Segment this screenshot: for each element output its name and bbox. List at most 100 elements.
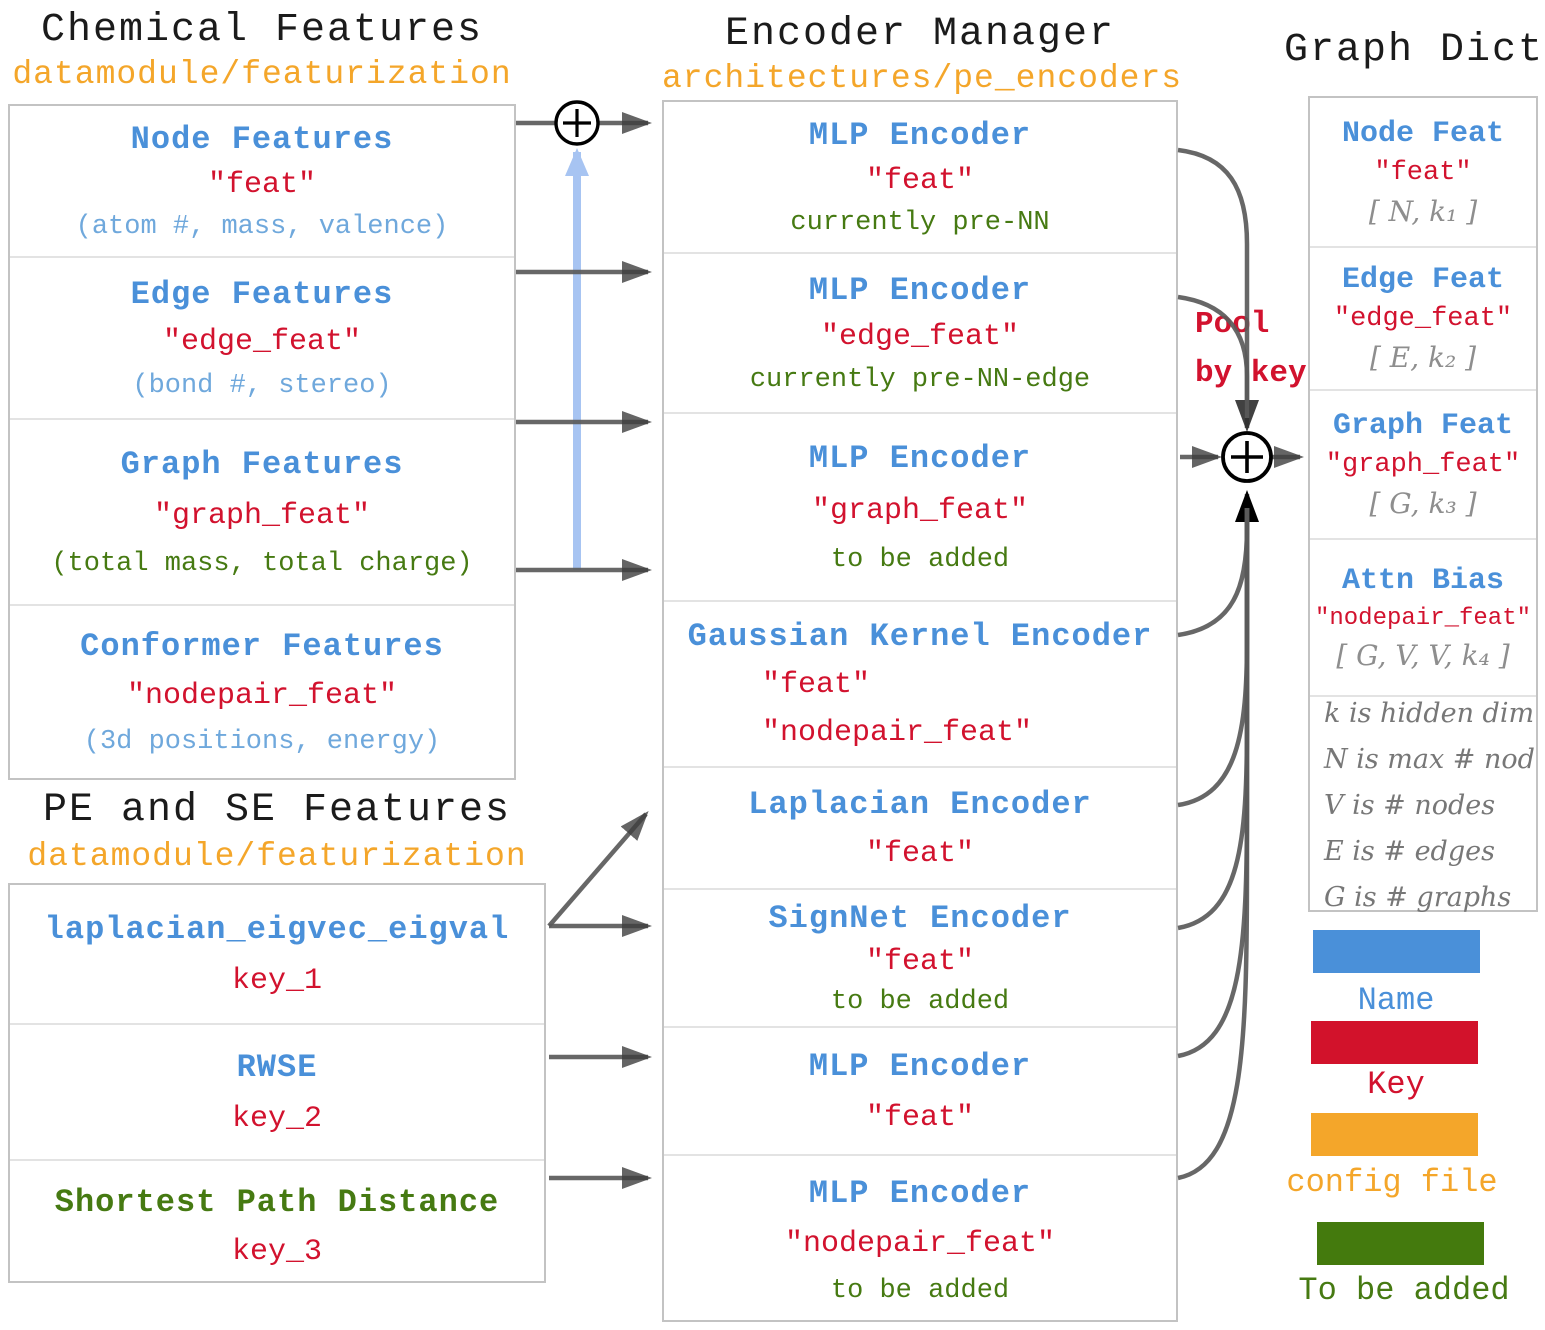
encoder-row-signnet: SignNet Encoder "feat" to be added [664,888,1176,1026]
encoder-row-mlp-feat: MLP Encoder "feat" currently pre-NN [664,102,1176,252]
note-line: E is # edges [1324,836,1495,867]
pe-se-title: PE and SE Features [42,788,512,833]
feature-note: (3d positions, energy) [83,726,441,757]
legend-label-config-file: config file [1286,1164,1498,1201]
feature-key: "graph_feat" [153,498,371,533]
legend-label-name: Name [1357,982,1435,1019]
encoder-row-mlp-edge: MLP Encoder "edge_feat" currently pre-NN… [664,252,1176,412]
encoder-key-list: "feat" "nodepair_feat" [762,668,1032,750]
dict-key: "graph_feat" [1325,450,1521,480]
feature-name: Graph Features [120,445,404,483]
graph-dict-row-edge-feat: Edge Feat "edge_feat" [ E, k₂ ] [1310,246,1536,389]
note-line: G is # graphs [1324,882,1512,913]
chemical-config-label: datamodule/featurization [12,56,512,93]
encoder-key: "edge_feat" [820,319,1020,354]
encoder-key: "feat" [865,1100,975,1135]
pe-key: key_1 [231,963,322,998]
encoder-manager-box: MLP Encoder "feat" currently pre-NN MLP … [662,100,1178,1322]
encoder-key: "feat" [762,668,871,702]
legend-swatch-key [1311,1021,1478,1064]
chemical-features-box: Node Features "feat" (atom #, mass, vale… [8,104,516,780]
dict-key: "feat" [1374,157,1472,188]
note-line: V is # nodes [1324,790,1496,821]
dict-key: "nodepair_feat" [1314,604,1532,632]
graph-dict-row-attn-bias: Attn Bias "nodepair_feat" [ G, V, V, k₄ … [1310,538,1536,695]
encoder-row-mlp-graph: MLP Encoder "graph_feat" to be added [664,412,1176,600]
feature-name: Edge Features [130,275,394,313]
dict-name: Attn Bias [1341,563,1505,598]
encoder-status: currently pre-NN [790,207,1050,238]
graph-dict-box: Node Feat "feat" [ N, k₁ ] Edge Feat "ed… [1308,96,1538,914]
pe-row-laplacian: laplacian_eigvec_eigval key_1 [10,885,544,1023]
encoder-name: Gaussian Kernel Encoder [687,618,1153,655]
encoder-row-mlp-feat-pe: MLP Encoder "feat" [664,1026,1176,1154]
legend-label-to-be-added: To be added [1298,1272,1510,1309]
arrow-laplacian-to-laplacian-encoder [547,810,649,928]
encoder-name: MLP Encoder [808,116,1032,154]
pe-row-rwse: RWSE key_2 [10,1023,544,1159]
feature-name: Conformer Features [80,627,444,665]
curve-signnet-to-sum [1177,508,1250,931]
encoder-name: MLP Encoder [808,1174,1032,1212]
dict-shape: [ G, V, V, k₄ ] [1336,638,1510,672]
encoder-name: MLP Encoder [808,1047,1032,1085]
graph-dict-row-graph-feat: Graph Feat "graph_feat" [ G, k₃ ] [1310,389,1536,538]
dict-key: "edge_feat" [1333,304,1513,334]
feature-note: (total mass, total charge) [51,548,473,579]
pe-key: key_3 [231,1234,322,1269]
dict-name: Node Feat [1341,116,1505,151]
graph-dict-notes: k is hidden dim N is max # nodes V is # … [1310,695,1536,914]
encoder-name: MLP Encoder [808,271,1032,309]
curve-mlp-pe-to-sum [1177,508,1250,1059]
chemical-features-title: Chemical Features [40,8,484,53]
dict-shape: [ E, k₂ ] [1369,341,1477,374]
encoder-row-gaussian-kernel: Gaussian Kernel Encoder "feat" "nodepair… [664,600,1176,766]
legend-swatch-name [1313,930,1480,973]
feature-row-edge: Edge Features "edge_feat" (bond #, stere… [10,256,514,418]
pe-se-features-box: laplacian_eigvec_eigval key_1 RWSE key_2… [8,883,546,1283]
feature-name: Node Features [130,120,394,158]
pe-name: Shortest Path Distance [54,1183,500,1221]
encoder-key: "feat" [865,836,975,871]
encoder-name: Laplacian Encoder [748,785,1092,823]
encoder-key: "feat" [865,944,975,979]
legend-swatch-to-be-added [1317,1222,1484,1265]
pe-key: key_2 [231,1101,322,1136]
encoder-status: to be added [830,544,1010,575]
graph-dict-row-node-feat: Node Feat "feat" [ N, k₁ ] [1310,98,1536,246]
graph-dict-title: Graph Dict [1283,28,1545,73]
pe-se-config-label: datamodule/featurization [27,838,527,875]
encoder-name: SignNet Encoder [768,899,1072,937]
legend-swatch-config-file [1311,1113,1478,1156]
encoder-key: "nodepair_feat" [762,716,1033,750]
pe-name: laplacian_eigvec_eigval [44,910,510,948]
curve-laplacian-to-sum [1177,508,1250,808]
feature-row-graph: Graph Features "graph_feat" (total mass,… [10,418,514,604]
encoder-name: MLP Encoder [808,439,1032,477]
encoder-status: currently pre-NN-edge [749,364,1091,395]
dict-shape: [ N, k₁ ] [1368,194,1478,228]
feature-row-conformer: Conformer Features "nodepair_feat" (3d p… [10,604,514,778]
pe-name: RWSE [236,1048,318,1086]
dict-shape: [ G, k₃ ] [1369,487,1477,520]
feature-key: "edge_feat" [162,324,362,359]
feature-key: "feat" [207,167,317,202]
encoder-status: to be added [830,986,1010,1017]
encoder-config-label: architectures/pe_encoders [662,60,1183,97]
feature-note: (bond #, stereo) [132,370,392,401]
note-line: k is hidden dim [1324,698,1535,729]
feature-key: "nodepair_feat" [126,678,398,713]
encoder-manager-title: Encoder Manager [724,12,1116,57]
pe-row-shortest-path: Shortest Path Distance key_3 [10,1159,544,1291]
dict-name: Edge Feat [1341,263,1505,297]
dict-name: Graph Feat [1332,409,1514,443]
encoder-status: to be added [830,1275,1010,1306]
feature-row-node: Node Features "feat" (atom #, mass, vale… [10,106,514,256]
feature-note: (atom #, mass, valence) [75,211,449,242]
pool-sum-circle-icon [1221,431,1273,483]
note-line: N is max # nodes [1324,744,1536,775]
encoder-row-laplacian: Laplacian Encoder "feat" [664,766,1176,888]
encoder-key: "feat" [865,163,975,198]
sum-circle-icon [554,100,600,146]
